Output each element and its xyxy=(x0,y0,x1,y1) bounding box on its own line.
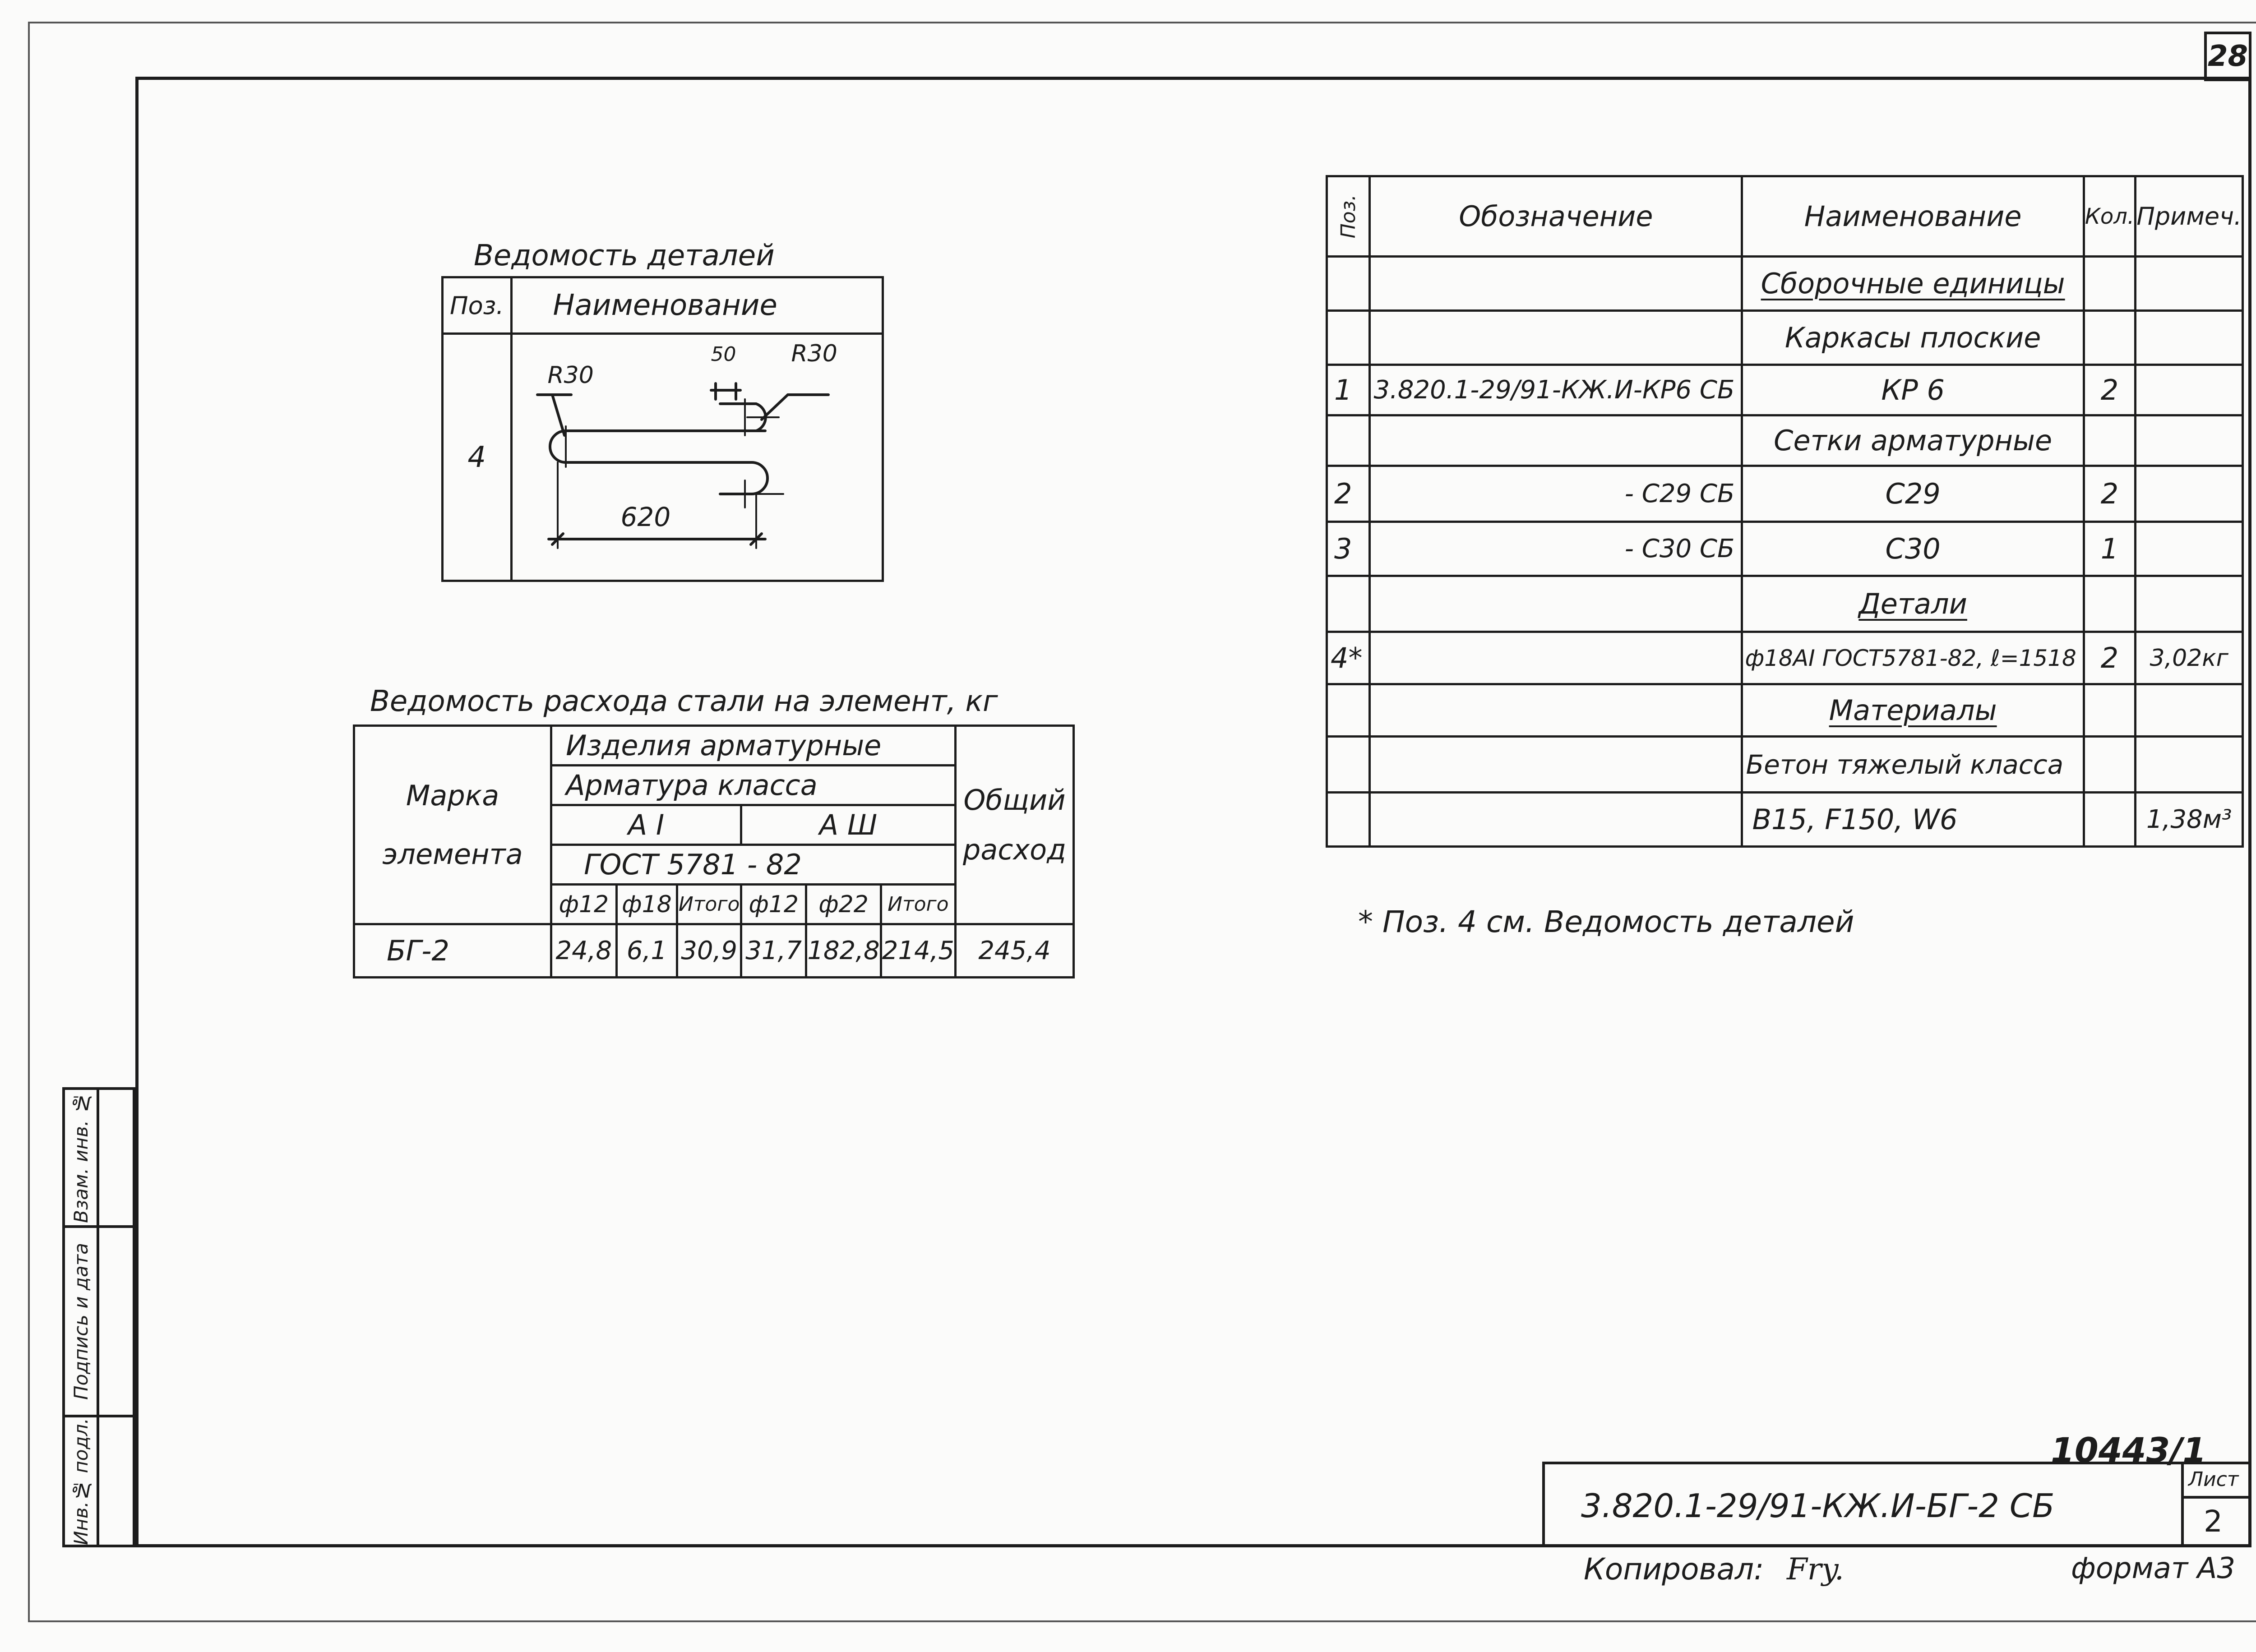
spec-designation-header: Обозначение xyxy=(1368,175,1743,258)
details-row-pos: 4 xyxy=(441,332,513,582)
sidebar-stamp: Взам. инв. № Подпись и дата Инв.№ подл. xyxy=(62,1087,135,1547)
table-row: Детали xyxy=(1325,575,2244,633)
format-label: формат А3 xyxy=(2071,1552,2236,1585)
steel-class-a1: А I xyxy=(550,804,742,846)
stamp-sheet-number: 2 xyxy=(2204,1504,2223,1539)
steel-cell: 24,8 xyxy=(550,923,618,978)
steel-class-a3: А Ш xyxy=(740,804,957,846)
spec-designation: 3.820.1-29/91-КЖ.И-КР6 СБ xyxy=(1368,364,1743,416)
outer-border xyxy=(28,22,2256,1622)
details-table: Поз. Наименование 4 xyxy=(441,276,884,582)
sidebar-inv-orig: Инв.№ подл. xyxy=(70,1418,92,1545)
steel-cell: 30,9 xyxy=(676,923,742,978)
steel-class-header: Арматура класса xyxy=(550,764,957,806)
steel-col-header: ф22 xyxy=(805,883,882,925)
table-row: Бетон тяжелый класса xyxy=(1325,735,2244,794)
steel-col-header: ф12 xyxy=(550,883,618,925)
table-row: Сетки арматурные xyxy=(1325,414,2244,467)
steel-cell: 31,7 xyxy=(740,923,808,978)
spec-name: С30 xyxy=(1741,521,2085,577)
details-name-header: Наименование xyxy=(510,276,884,335)
spec-designation: - С30 СБ xyxy=(1368,521,1743,577)
spec-name: С29 xyxy=(1741,465,2085,523)
steel-caption: Ведомость расхода стали на элемент, кг xyxy=(370,685,998,718)
steel-row-total: 245,4 xyxy=(954,923,1075,978)
page-number-box: 28 xyxy=(2204,32,2251,81)
spec-qty: 2 xyxy=(2082,631,2137,685)
details-sketch-cell: R30 R30 50 620 xyxy=(510,332,884,582)
spec-qty: 2 xyxy=(2082,364,2137,416)
stamp-sheet-label: Лист xyxy=(2188,1468,2239,1491)
spec-section-details: Детали xyxy=(1741,575,2085,633)
sidebar-inv-replace: Взам. инв. № xyxy=(70,1092,92,1223)
spec-name: Бетон тяжелый класса xyxy=(1741,735,2085,794)
steel-gost-header: ГОСТ 5781 - 82 xyxy=(550,844,957,886)
steel-cell: 6,1 xyxy=(615,923,679,978)
steel-col-header: ф12 xyxy=(740,883,808,925)
table-row: Каркасы плоские xyxy=(1325,309,2244,366)
table-row: 1 3.820.1-29/91-КЖ.И-КР6 СБ КР 6 2 xyxy=(1325,364,2244,416)
sketch-length-dim: 620 xyxy=(620,502,671,532)
table-row: В15, F150, W6 1,38м³ xyxy=(1325,791,2244,848)
copied-by-label: Копировал: xyxy=(1584,1552,1764,1587)
spec-qty: 1 xyxy=(2082,521,2137,577)
steel-row-mark: БГ-2 xyxy=(352,923,553,978)
sketch-radius-right: R30 xyxy=(791,340,837,367)
spec-pos: 3 xyxy=(1325,521,1371,577)
details-pos-header: Поз. xyxy=(441,276,513,335)
table-row: 3 - С30 СБ С30 1 xyxy=(1325,521,2244,577)
steel-col-header: ф18 xyxy=(615,883,679,925)
spec-pos: 2 xyxy=(1325,465,1371,523)
footnote: * Поз. 4 см. Ведомость деталей xyxy=(1358,904,1854,939)
spec-qty: 2 xyxy=(2082,465,2137,523)
table-row: 4* ф18AI ГОСТ5781-82, ℓ=1518 2 3,02кг xyxy=(1325,631,2244,685)
spec-pos-header: Поз. xyxy=(1325,175,1371,258)
steel-total-header: Общий расход xyxy=(954,724,1075,925)
spec-pos: 1 xyxy=(1325,364,1371,416)
table-row: Сборочные единицы xyxy=(1325,255,2244,312)
drawing-frame xyxy=(135,77,2251,1547)
rebar-sketch xyxy=(536,382,830,549)
spec-section-assembly: Сборочные единицы xyxy=(1741,255,2085,312)
spec-note: 3,02кг xyxy=(2134,631,2244,685)
steel-table: Марка элемента Изделия арматурные Общий … xyxy=(352,724,1075,978)
table-row: Материалы xyxy=(1325,683,2244,738)
spec-name-header: Наименование xyxy=(1741,175,2085,258)
steel-col-header: Итого xyxy=(676,883,742,925)
table-row: БГ-2 24,8 6,1 30,9 31,7 182,8 214,5 245,… xyxy=(352,923,1075,978)
sketch-gap-dim: 50 xyxy=(711,343,736,366)
spec-name: ф18AI ГОСТ5781-82, ℓ=1518 xyxy=(1741,631,2085,685)
spec-designation: - С29 СБ xyxy=(1368,465,1743,523)
page-number: 28 xyxy=(2207,40,2248,73)
spec-note-header: Примеч. xyxy=(2134,175,2244,258)
copied-by-signature: Fry. xyxy=(1787,1552,1844,1587)
spec-subsection-meshes: Сетки арматурные xyxy=(1741,414,2085,467)
title-stamp: 3.820.1-29/91-КЖ.И-БГ-2 СБ Лист 2 xyxy=(1542,1462,2251,1547)
sketch-radius-left: R30 xyxy=(547,362,594,389)
spec-name: КР 6 xyxy=(1741,364,2085,416)
details-caption: Ведомость деталей xyxy=(474,239,775,272)
steel-products-header: Изделия арматурные xyxy=(550,724,957,766)
spec-subsection-frames: Каркасы плоские xyxy=(1741,309,2085,366)
spec-pos: 4* xyxy=(1325,631,1371,685)
table-row: 2 - С29 СБ С29 2 xyxy=(1325,465,2244,523)
stamp-code: 3.820.1-29/91-КЖ.И-БГ-2 СБ xyxy=(1581,1487,2055,1525)
spec-section-materials: Материалы xyxy=(1741,683,2085,738)
spec-name: В15, F150, W6 xyxy=(1741,791,2085,848)
steel-mark-header: Марка элемента xyxy=(352,724,553,925)
steel-col-header: Итого xyxy=(879,883,957,925)
steel-cell: 214,5 xyxy=(879,923,957,978)
spec-qty-header: Кол. xyxy=(2082,175,2137,258)
spec-note: 1,38м³ xyxy=(2134,791,2244,848)
sidebar-signature: Подпись и дата xyxy=(70,1243,92,1400)
spec-table: Поз. Обозначение Наименование Кол. Приме… xyxy=(1325,175,2244,848)
steel-cell: 182,8 xyxy=(805,923,882,978)
